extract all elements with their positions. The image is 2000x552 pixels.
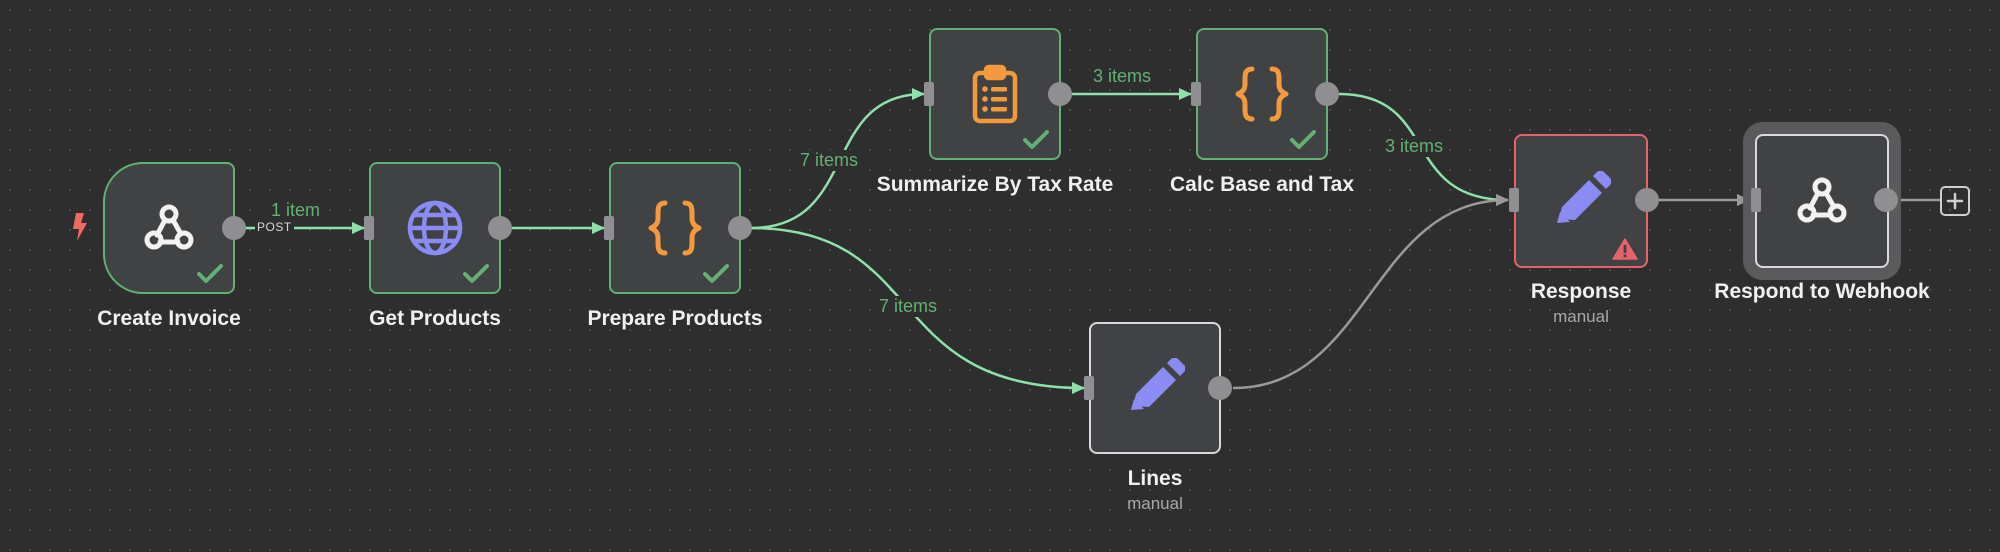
output-handle[interactable]	[1208, 376, 1232, 400]
pencil-icon	[1131, 358, 1185, 410]
node-subtitle: manual	[1553, 307, 1609, 326]
input-handle[interactable]	[1084, 376, 1094, 400]
webhook-icon	[144, 204, 194, 250]
node-summarize-by-tax-rate[interactable]	[929, 28, 1061, 160]
edge-lines-to-response[interactable]	[1232, 194, 1509, 390]
clipboard-list-icon	[972, 64, 1018, 124]
success-check-icon	[703, 264, 729, 283]
node-lines[interactable]	[1089, 322, 1221, 454]
input-handle[interactable]	[1751, 188, 1761, 212]
node-label: Response	[1530, 280, 1632, 303]
http-method-badge: POST	[255, 220, 294, 234]
success-check-icon	[463, 264, 489, 283]
globe-icon	[407, 200, 463, 256]
output-handle[interactable]	[222, 216, 246, 240]
code-braces-icon	[1235, 66, 1289, 122]
node-label: Calc Base and Tax	[1169, 173, 1355, 196]
node-respond-to-webhook[interactable]	[1755, 134, 1889, 268]
node-response[interactable]	[1514, 134, 1648, 268]
node-label: Create Invoice	[97, 307, 241, 330]
trigger-bolt-icon	[73, 213, 87, 241]
input-handle[interactable]	[604, 216, 614, 240]
node-label: Get Products	[369, 307, 501, 330]
input-handle[interactable]	[1191, 82, 1201, 106]
output-handle[interactable]	[1874, 188, 1898, 212]
output-handle[interactable]	[1635, 188, 1659, 212]
add-node-button[interactable]	[1940, 186, 1970, 216]
input-handle[interactable]	[364, 216, 374, 240]
output-handle[interactable]	[1048, 82, 1072, 106]
output-handle[interactable]	[488, 216, 512, 240]
success-check-icon	[197, 264, 223, 283]
success-check-icon	[1023, 130, 1049, 149]
code-braces-icon	[648, 200, 702, 256]
pencil-icon	[1557, 171, 1611, 223]
node-label: Summarize By Tax Rate	[876, 173, 1114, 196]
node-subtitle: manual	[1127, 494, 1183, 513]
edge-label: 7 items	[797, 150, 862, 171]
node-calc-base-and-tax[interactable]	[1196, 28, 1328, 160]
node-label: Prepare Products	[587, 307, 763, 330]
input-handle[interactable]	[1509, 188, 1519, 212]
node-label: Lines	[1127, 467, 1183, 490]
webhook-icon	[1797, 177, 1847, 223]
success-check-icon	[1290, 130, 1316, 149]
warning-icon[interactable]	[1612, 238, 1638, 260]
node-prepare-products[interactable]	[609, 162, 741, 294]
node-get-products[interactable]	[369, 162, 501, 294]
plus-icon	[1946, 192, 1964, 210]
output-handle[interactable]	[1315, 82, 1339, 106]
edge-label: 3 items	[1090, 66, 1155, 87]
node-label: Respond to Webhook	[1714, 280, 1930, 303]
edge-label: 1 item	[268, 200, 324, 221]
input-handle[interactable]	[924, 82, 934, 106]
node-create-invoice[interactable]	[103, 162, 235, 294]
edge-label: 3 items	[1382, 136, 1447, 157]
edge-label: 7 items	[876, 296, 941, 317]
output-handle[interactable]	[728, 216, 752, 240]
